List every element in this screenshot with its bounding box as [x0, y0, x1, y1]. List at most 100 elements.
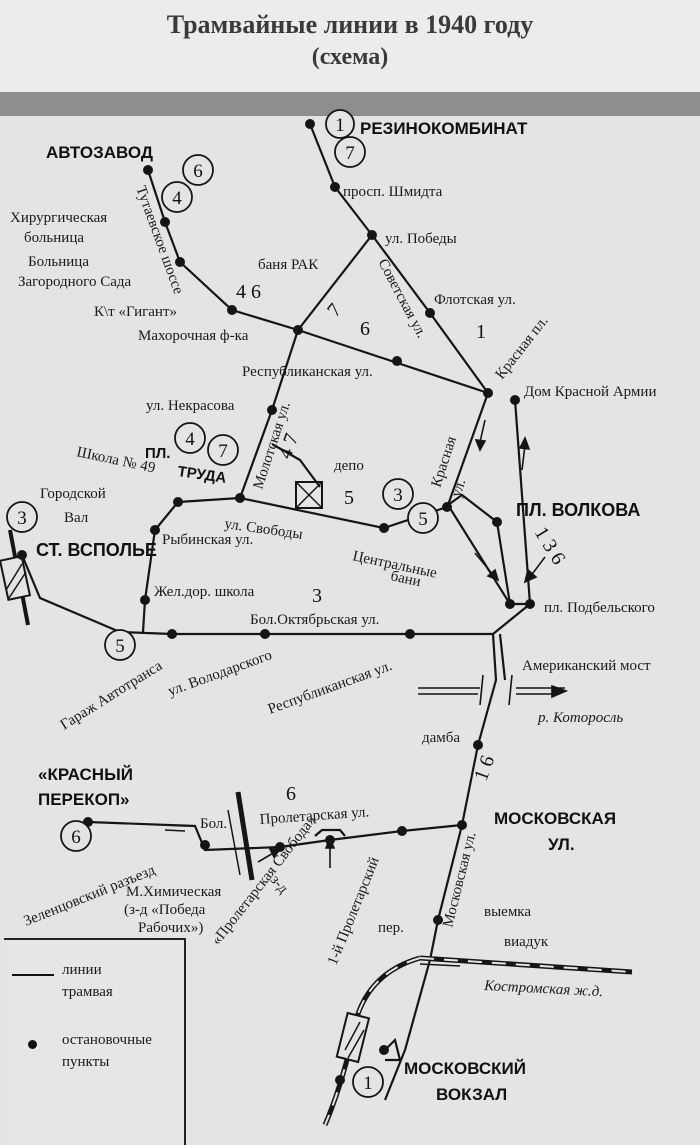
- label-gorodskoy-2: Вал: [64, 510, 89, 526]
- stop: [227, 305, 237, 315]
- stop: [397, 826, 407, 836]
- label-proletarsky-per-1: 1-й Пролетарский: [325, 855, 383, 968]
- label-sovetskaya: Советская ул.: [374, 256, 429, 340]
- label-tsentr-2: бани: [389, 568, 422, 590]
- perekop-railway: [164, 791, 255, 881]
- stop: [305, 119, 315, 129]
- label-rybinskaya: Рыбинская ул.: [162, 532, 253, 548]
- route-circle-1: 1: [363, 1073, 373, 1094]
- label-kotorosl: р. Которосль: [537, 710, 623, 726]
- stop: [235, 493, 245, 503]
- label-bol-short: Бол.: [200, 816, 227, 832]
- legend: линии трамвая остановочные пункты: [4, 938, 186, 1145]
- station-moskovskaya-2: УЛ.: [548, 835, 575, 854]
- stop: [392, 356, 402, 366]
- legend-line-text-2: трамвая: [62, 984, 113, 1000]
- route-circle-7: 7: [345, 143, 355, 164]
- label-amerikansky: Американский мост: [522, 658, 651, 674]
- label-volodarskogo: ул. Володарского: [166, 647, 274, 699]
- line-loop-inner: [447, 493, 512, 605]
- route-circle-numbers: 1 7 6 4 4 7 3 3 5 5 6 1: [17, 115, 428, 1094]
- label-respublikanskaya-top: Республиканская ул.: [242, 364, 373, 380]
- vokzal-building-icon: [335, 1011, 371, 1064]
- stop: [200, 840, 210, 850]
- line-rybinskaya: [141, 501, 179, 633]
- line-sovetskaya: [308, 123, 489, 394]
- label-zheldor: Жел.дор. школа: [154, 584, 255, 600]
- stop: [505, 599, 515, 609]
- route-circles: [6, 109, 439, 1098]
- label-depo: депо: [334, 458, 364, 474]
- stop: [442, 502, 452, 512]
- label-proletarsky-per-2: пер.: [378, 920, 404, 936]
- station-moskovsky-vokzal-2: ВОКЗАЛ: [436, 1085, 507, 1104]
- stop: [150, 525, 160, 535]
- station-avtozavod: АВТОЗАВОД: [46, 143, 153, 162]
- station-pl-truda-1: ПЛ.: [145, 445, 170, 462]
- line-vokzal-loop: [384, 1037, 402, 1062]
- line-tutaevskoe: [146, 169, 489, 395]
- vspolye-building-icon: [0, 529, 32, 626]
- label-kostromskaya: Костромская ж.д.: [483, 978, 604, 1000]
- stop: [510, 395, 520, 405]
- label-pr-svoboda: «Пролетарская Свобода»: [209, 812, 320, 948]
- depot-icon: [295, 481, 323, 509]
- stop: [379, 523, 389, 533]
- route-label-6: 6: [360, 318, 370, 340]
- label-respublikanskaya-bottom: Республиканская ул.: [266, 658, 394, 718]
- station-krasny-perekop-1: «КРАСНЫЙ: [38, 765, 133, 784]
- line-bridge-double: [498, 633, 507, 681]
- station-moskovskaya-1: МОСКОВСКАЯ: [494, 809, 616, 828]
- label-hirurg-2: больница: [24, 230, 84, 246]
- label-damba: дамба: [422, 730, 460, 746]
- route-label-16: 1 6: [470, 753, 499, 784]
- frame-band: [0, 92, 700, 116]
- label-ul-pobedy: ул. Победы: [385, 231, 457, 247]
- legend-line-symbol: [12, 974, 54, 976]
- label-prosp-shmidta: просп. Шмидта: [343, 184, 443, 200]
- label-garazh: Гараж Автотранса: [58, 658, 166, 734]
- label-moskovskaya-ul: Московская ул.: [440, 830, 479, 929]
- stop: [160, 217, 170, 227]
- stop: [325, 835, 335, 845]
- station-st-vspolye: СТ. ВСПОЛЬЕ: [36, 540, 157, 560]
- stop: [335, 1075, 345, 1085]
- line-molotskaya: [238, 234, 373, 499]
- stop: [405, 629, 415, 639]
- station-krasny-perekop-2: ПЕРЕКОП»: [38, 790, 130, 809]
- route-circle-5: 5: [418, 509, 428, 530]
- label-viaduk: виадук: [504, 934, 549, 950]
- label-boln-zag-2: Загородного Сада: [18, 274, 132, 290]
- route-label-1: 1: [476, 321, 486, 343]
- route-circle-4: 4: [185, 429, 195, 450]
- legend-line-text-1: линии: [62, 962, 102, 978]
- route-label-3: 3: [312, 585, 322, 607]
- label-m-him-3: Рабочих»): [138, 920, 203, 936]
- label-gorodskoy-1: Городской: [40, 486, 106, 502]
- stop: [260, 629, 270, 639]
- map-title: Трамвайные линии в 1940 году: [166, 10, 534, 39]
- route-circle-3: 3: [393, 485, 403, 506]
- label-mahorochnaya: Махорочная ф-ка: [138, 328, 249, 344]
- station-moskovsky-vokzal-1: МОСКОВСКИЙ: [404, 1059, 526, 1078]
- label-proletarskaya: Пролетарская ул.: [259, 804, 370, 828]
- route-circle-1: 1: [335, 115, 345, 136]
- line-vokzal: [383, 959, 432, 1101]
- stop: [173, 497, 183, 507]
- stop: [425, 308, 435, 318]
- label-boln-zag-1: Больница: [28, 254, 89, 270]
- stop: [492, 517, 502, 527]
- route-circle-6: 6: [193, 161, 203, 182]
- map-subtitle: (схема): [311, 44, 389, 70]
- river-bridge: [418, 674, 569, 706]
- label-hirurg-1: Хирургическая: [10, 210, 107, 226]
- label-m-him-2: (з-д «Победа: [124, 902, 206, 918]
- label-dom-ka: Дом Красной Армии: [524, 384, 656, 400]
- route-label-5: 5: [344, 487, 354, 509]
- label-ul-nekrasova: ул. Некрасова: [146, 398, 235, 414]
- stop: [330, 182, 340, 192]
- stop: [525, 599, 535, 609]
- stop: [433, 915, 443, 925]
